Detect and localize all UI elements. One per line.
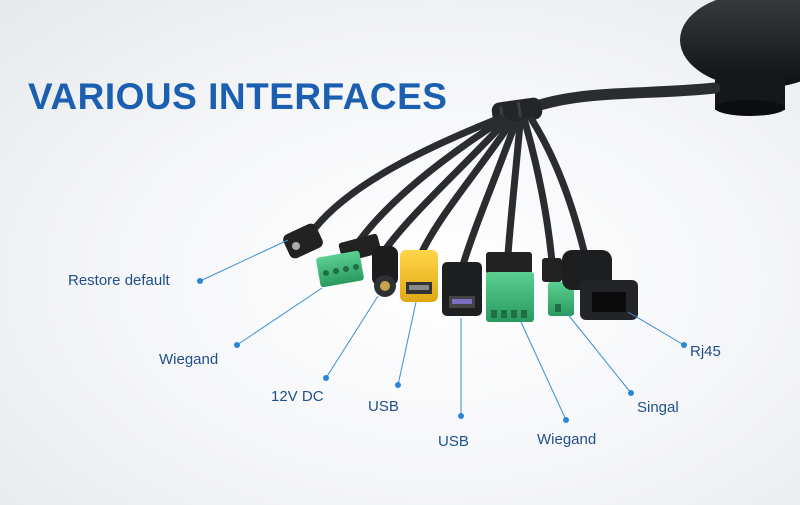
label-12v-dc: 12V DC — [271, 388, 324, 405]
wiegand-terminal-2 — [486, 252, 534, 322]
label-rj45: Rj45 — [690, 343, 721, 360]
leader-lines — [197, 239, 687, 423]
label-wiegand-1: Wiegand — [159, 351, 219, 368]
branch-cables — [311, 114, 589, 272]
device-housing — [680, 0, 800, 116]
label-usb-1: USB — [368, 398, 399, 415]
label-singal: Singal — [637, 399, 679, 416]
label-wiegand-2: Wiegand — [537, 431, 597, 448]
rj45-connector — [562, 250, 638, 320]
dc-barrel-connector — [372, 246, 398, 297]
usb-connector-black — [442, 262, 482, 316]
usb-connector-yellow — [400, 250, 438, 302]
label-usb-2: USB — [438, 433, 469, 450]
singal-terminal — [542, 258, 574, 316]
main-cable — [534, 82, 721, 111]
page-title: VARIOUS INTERFACES — [28, 76, 448, 117]
label-restore-default: Restore default — [68, 272, 170, 289]
restore-default-connector — [283, 223, 323, 259]
wiegand-terminal-1 — [316, 233, 382, 288]
